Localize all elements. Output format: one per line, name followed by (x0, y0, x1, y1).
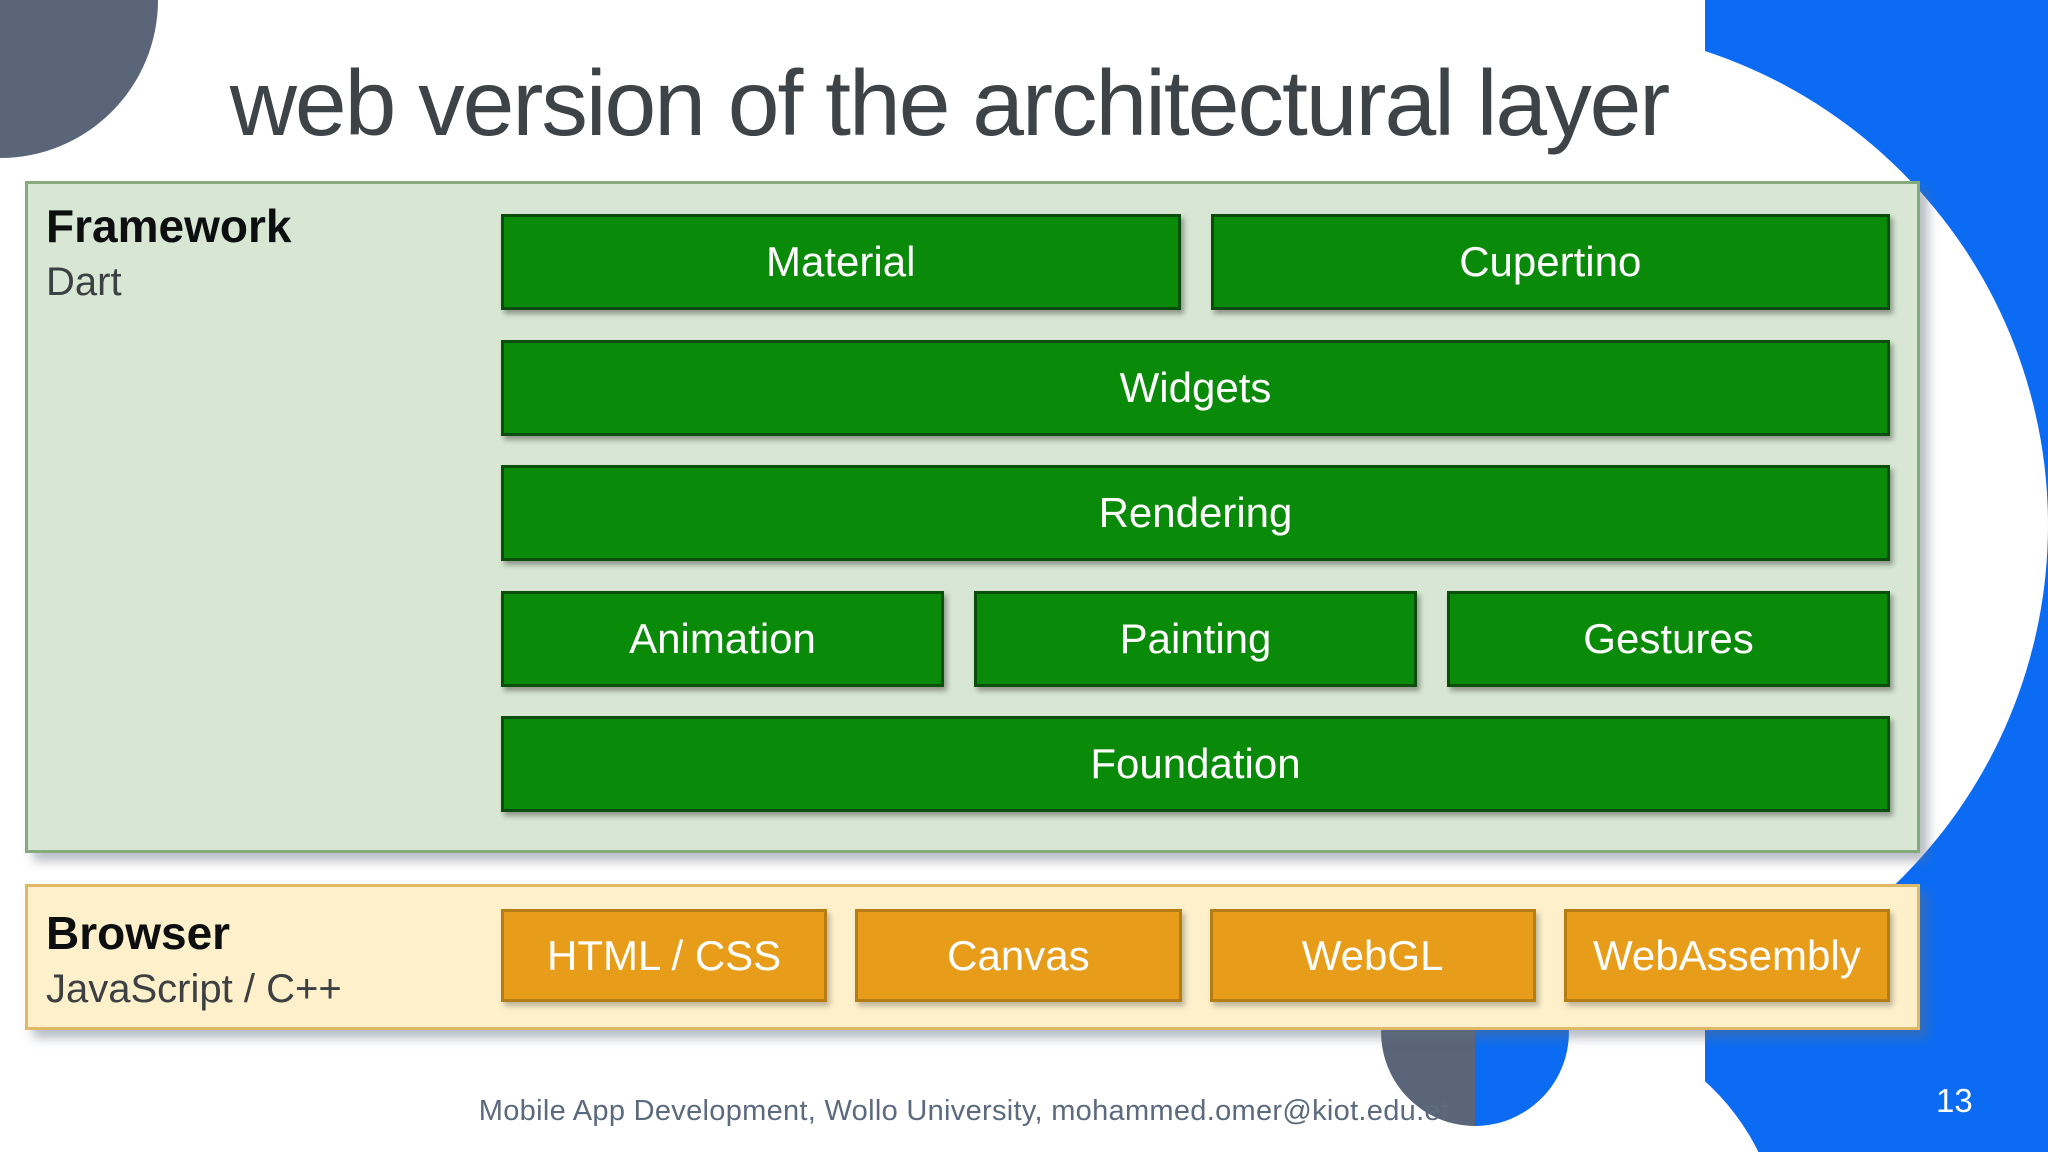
page-number: 13 (1936, 1082, 1973, 1119)
footer-text: Mobile App Development, Wollo University… (478, 1095, 1450, 1127)
framework-row-1: Material Cupertino (501, 214, 1890, 310)
framework-label: Framework (46, 200, 292, 252)
slate-quarter-circle-decoration (0, 0, 158, 158)
browser-panel: Browser JavaScript / C++ HTML / CSS Canv… (25, 884, 1920, 1030)
framework-row-5: Foundation (501, 716, 1890, 812)
framework-block-animation: Animation (501, 590, 944, 687)
framework-block-rendering: Rendering (501, 465, 1890, 561)
framework-block-material: Material (501, 214, 1181, 310)
framework-blocks-area: Material Cupertino Widgets Rendering Ani… (501, 214, 1890, 812)
browser-label: Browser (46, 907, 231, 959)
framework-block-gestures: Gestures (1447, 590, 1890, 687)
framework-sublabel: Dart (46, 259, 122, 304)
browser-block-webassembly: WebAssembly (1563, 909, 1890, 1002)
browser-panel-label: Browser JavaScript / C++ (46, 905, 342, 1015)
browser-block-webgl: WebGL (1209, 909, 1536, 1002)
browser-sublabel: JavaScript / C++ (46, 966, 342, 1011)
framework-row-4: Animation Painting Gestures (501, 590, 1890, 687)
framework-block-widgets: Widgets (501, 339, 1890, 436)
framework-block-foundation: Foundation (501, 716, 1890, 812)
slide-title: web version of the architectural layer (229, 51, 1671, 155)
framework-panel: Framework Dart Material Cupertino Widget… (25, 181, 1920, 853)
framework-row-2: Widgets (501, 339, 1890, 436)
framework-panel-label: Framework Dart (46, 198, 291, 308)
browser-blocks-area: HTML / CSS Canvas WebGL WebAssembly (501, 909, 1890, 1002)
browser-block-canvas: Canvas (855, 909, 1182, 1002)
browser-block-html-css: HTML / CSS (501, 909, 828, 1002)
framework-block-painting: Painting (974, 590, 1417, 687)
framework-block-cupertino: Cupertino (1210, 214, 1890, 310)
framework-row-3: Rendering (501, 465, 1890, 561)
